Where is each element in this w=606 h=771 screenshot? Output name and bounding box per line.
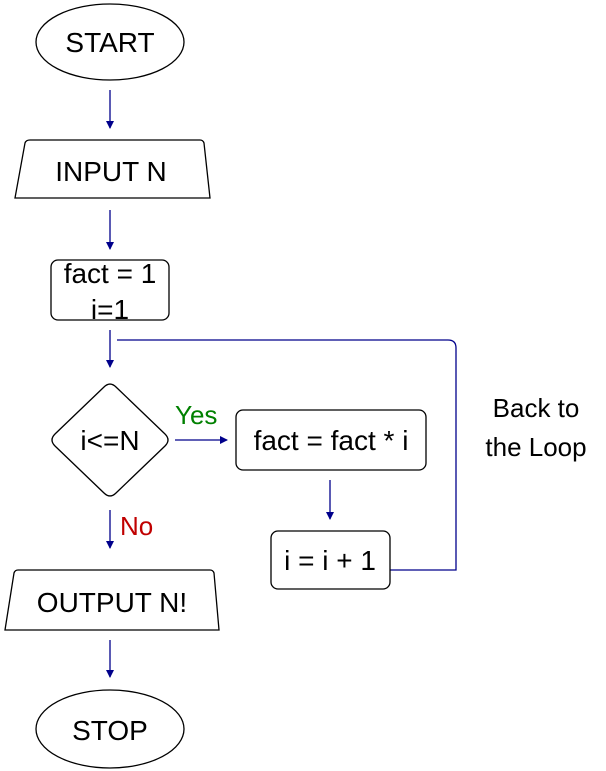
output-parallelogram: OUTPUT N! [4,569,220,631]
arrow-loop-back [117,339,457,571]
input-label: INPUT N [55,156,167,187]
increment-process: i = i + 1 [270,530,391,590]
no-label: No [120,511,153,541]
loop-annotation-line-1: Back to [493,393,580,423]
start-label: START [65,27,154,58]
fact-update-label: fact = fact * i [254,425,409,456]
start-terminal: START [35,3,185,81]
fact-update-process: fact = fact * i [235,409,427,471]
init-line-1: fact = 1 [64,258,157,289]
input-parallelogram: INPUT N [14,139,211,199]
increment-label: i = i + 1 [284,545,376,576]
yes-label: Yes [175,400,217,430]
stop-label: STOP [72,715,148,746]
decision-diamond: i<=N [51,383,169,497]
loop-annotation-line-2: the Loop [485,432,586,462]
init-line-2: i=1 [91,294,129,325]
output-label: OUTPUT N! [37,587,187,618]
decision-label: i<=N [80,425,139,456]
stop-terminal: STOP [35,689,185,769]
init-process: fact = 1 i=1 [50,258,170,325]
